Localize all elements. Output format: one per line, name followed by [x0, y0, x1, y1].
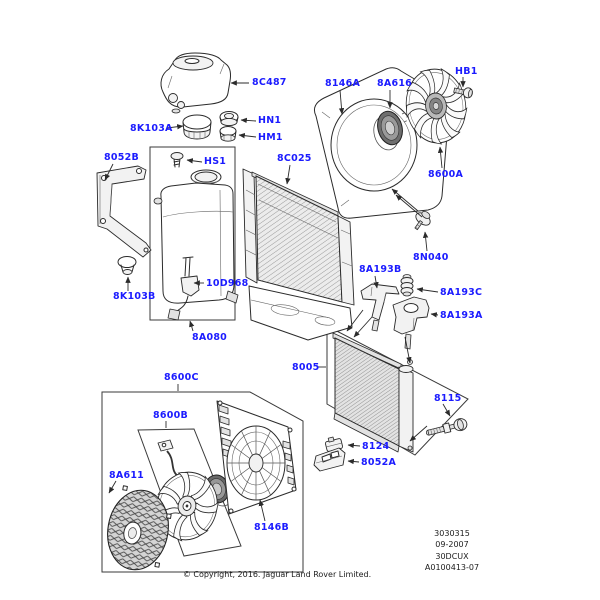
part-8005-condenser	[332, 332, 414, 453]
callout-hn1[interactable]: HN1	[258, 115, 282, 126]
callout-8a611[interactable]: 8A611	[109, 470, 145, 481]
part-8052b-bracket	[96, 165, 152, 258]
callout-8n040[interactable]: 8N040	[413, 252, 449, 263]
expansion-tank-group-box	[149, 146, 236, 321]
callout-hs1[interactable]: HS1	[204, 156, 227, 167]
callout-8146b[interactable]: 8146B	[254, 522, 289, 533]
part-8a080-expansion-tank	[153, 152, 239, 321]
callout-hb1[interactable]: HB1	[455, 66, 478, 77]
part-8n040-screw	[414, 210, 431, 231]
part-8k103b-plug	[117, 256, 137, 275]
plate-illustration-id: A0100413-07	[424, 563, 480, 573]
callout-8124[interactable]: 8124	[362, 441, 390, 452]
part-fan-blade-assembly	[153, 467, 222, 543]
callout-8052a[interactable]: 8052A	[361, 457, 397, 468]
part-8146b-shroud	[216, 400, 297, 515]
part-8a193c-bushing	[400, 274, 414, 297]
callout-8052b[interactable]: 8052B	[104, 152, 139, 163]
plate-drawing-number: 3030315	[434, 529, 470, 538]
condenser-group-box	[326, 325, 469, 456]
callout-8115[interactable]: 8115	[434, 393, 462, 404]
part-8052a-bracket	[313, 447, 346, 472]
callout-8c487[interactable]: 8C487	[252, 77, 287, 88]
part-8c487-cover	[160, 52, 232, 114]
callout-8600b[interactable]: 8600B	[153, 410, 188, 421]
callout-8a080[interactable]: 8A080	[192, 332, 228, 343]
leader-lines	[104, 77, 466, 522]
callout-8a193b[interactable]: 8A193B	[359, 264, 402, 275]
part-8600a-fan	[401, 64, 470, 149]
part-8a193a-bracket	[392, 296, 430, 350]
copyright-notice: © Copyright, 2016. Jaguar Land Rover Lim…	[182, 570, 372, 579]
callout-8600c[interactable]: 8600C	[164, 372, 199, 383]
part-8a611-fan	[107, 485, 172, 571]
callout-8a193a[interactable]: 8A193A	[440, 310, 483, 321]
part-8k103a-cap	[182, 114, 212, 140]
plate-vehicle-code: 30DCUX	[435, 551, 469, 561]
callout-8k103b[interactable]: 8K103B	[113, 291, 156, 302]
callout-8600a[interactable]: 8600A	[428, 169, 464, 180]
part-hs1-screw	[170, 152, 184, 160]
part-8c025-radiator	[242, 168, 355, 341]
assembly-arrows	[346, 188, 428, 442]
part-hm1-cap	[219, 126, 237, 142]
callout-10d968[interactable]: 10D968	[206, 278, 249, 289]
part-8115-valve	[425, 418, 468, 436]
callout-8a616[interactable]: 8A616	[377, 78, 413, 89]
callout-8146a[interactable]: 8146A	[325, 78, 361, 89]
plate-info: 3030315 09-2007 30DCUX A0100413-07	[408, 528, 496, 574]
part-8a616-coupling	[373, 110, 403, 151]
part-8a193b-bracket	[360, 283, 400, 332]
plate-date-range: 09-2007	[435, 540, 469, 550]
part-hb1-bolt	[453, 87, 473, 99]
callout-8a193c[interactable]: 8A193C	[440, 287, 483, 298]
callout-8c025[interactable]: 8C025	[277, 153, 312, 164]
callout-8k103a[interactable]: 8K103A	[130, 123, 173, 134]
callout-hm1[interactable]: HM1	[258, 132, 283, 143]
fan-assembly-group-box	[101, 391, 304, 573]
callout-8005[interactable]: 8005	[292, 362, 320, 373]
part-hn1-nut	[219, 111, 239, 127]
